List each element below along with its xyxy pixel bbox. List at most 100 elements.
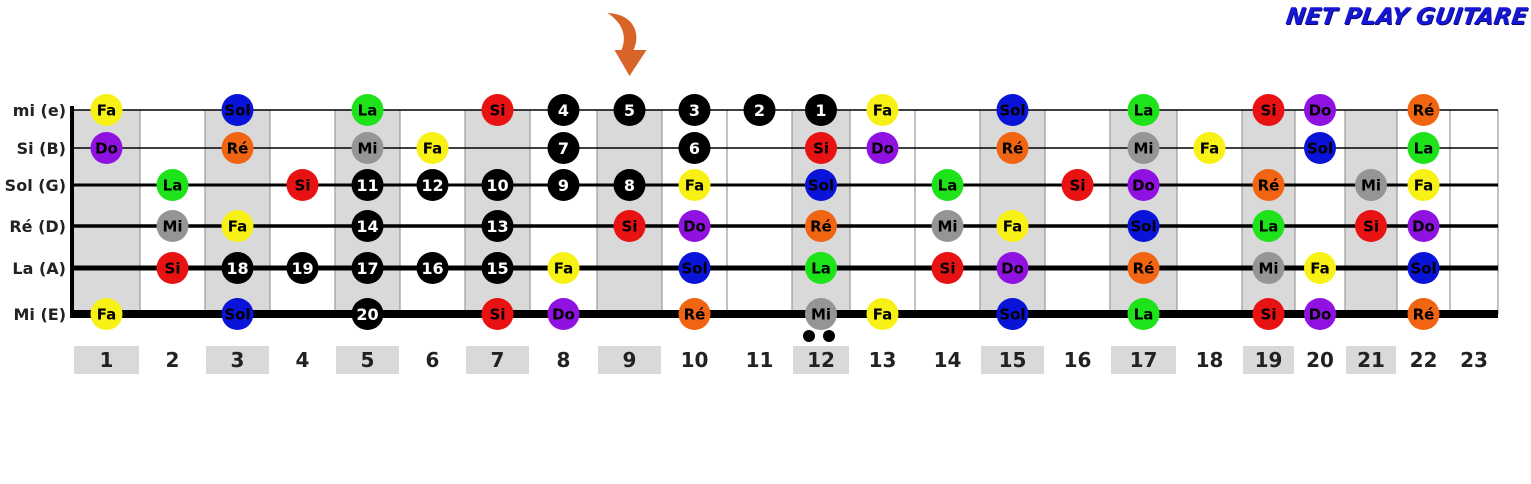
note-marker-fa — [866, 298, 899, 330]
note-label: Do — [871, 140, 894, 158]
fret-number: 5 — [361, 348, 375, 372]
note-label: Mi — [1133, 140, 1153, 158]
fret-number: 13 — [869, 348, 897, 372]
note-marker-sol — [1407, 252, 1440, 284]
fret-number: 21 — [1357, 348, 1385, 372]
step-marker — [221, 252, 254, 284]
note-label: Sol — [1130, 218, 1156, 236]
step-marker — [416, 169, 449, 201]
note-marker-si — [1061, 169, 1094, 201]
step-marker — [743, 94, 776, 126]
fret-number: 20 — [1306, 348, 1334, 372]
arrow-icon-head — [614, 50, 647, 76]
fret-number: 23 — [1460, 348, 1488, 372]
note-marker-si — [613, 210, 646, 242]
note-label: Mi — [811, 306, 831, 324]
note-label: Do — [1001, 260, 1024, 278]
note-marker-si — [1252, 94, 1285, 126]
note-label: Do — [683, 218, 706, 236]
step-label: 19 — [291, 259, 313, 278]
note-marker-ré — [1407, 94, 1440, 126]
step-label: 8 — [624, 176, 635, 195]
fret-number-box — [1243, 346, 1294, 374]
note-marker-ré — [1407, 298, 1440, 330]
note-label: Fa — [228, 218, 248, 236]
note-label: Do — [95, 140, 118, 158]
step-label: 13 — [486, 217, 508, 236]
step-label: 1 — [815, 101, 826, 120]
note-marker-do — [1127, 169, 1160, 201]
note-label: Mi — [162, 218, 182, 236]
note-label: Ré — [1413, 306, 1435, 324]
fret-number: 7 — [491, 348, 505, 372]
note-marker-la — [1407, 132, 1440, 164]
note-marker-mi — [156, 210, 189, 242]
note-label: Fa — [423, 140, 443, 158]
note-label: Fa — [1310, 260, 1330, 278]
step-marker — [481, 252, 514, 284]
note-label: Ré — [1133, 260, 1155, 278]
fret-number-box — [793, 346, 849, 374]
note-label: Fa — [685, 177, 705, 195]
nut — [70, 106, 74, 318]
note-label: La — [938, 177, 958, 195]
note-marker-ré — [996, 132, 1029, 164]
note-label: Ré — [1002, 140, 1024, 158]
note-marker-do — [1407, 210, 1440, 242]
note-label: Si — [1261, 306, 1277, 324]
arrow-icon — [607, 13, 637, 52]
note-marker-fa — [678, 169, 711, 201]
note-marker-sol — [996, 298, 1029, 330]
note-marker-ré — [221, 132, 254, 164]
note-label: Fa — [873, 102, 893, 120]
note-marker-mi — [1355, 169, 1387, 201]
fret-number: 4 — [296, 348, 310, 372]
step-label: 20 — [356, 305, 378, 324]
note-marker-si — [931, 252, 964, 284]
string-label: Ré (D) — [9, 217, 66, 236]
note-marker-la — [1127, 94, 1160, 126]
note-marker-fa — [416, 132, 449, 164]
note-marker-si — [481, 298, 514, 330]
note-label: Si — [295, 177, 311, 195]
note-marker-la — [1127, 298, 1160, 330]
note-marker-sol — [1127, 210, 1160, 242]
fret-number: 17 — [1130, 348, 1158, 372]
note-label: Ré — [1413, 102, 1435, 120]
note-label: Ré — [227, 140, 249, 158]
fret-number: 3 — [231, 348, 245, 372]
string-label: La (A) — [12, 259, 66, 278]
note-marker-do — [866, 132, 899, 164]
step-marker — [416, 252, 449, 284]
note-marker-sol — [996, 94, 1029, 126]
string-label: mi (e) — [13, 101, 66, 120]
fret-number: 6 — [426, 348, 440, 372]
note-marker-do — [1304, 94, 1336, 126]
fret-number: 10 — [681, 348, 709, 372]
fret-12-dot — [803, 330, 815, 342]
note-marker-fa — [90, 298, 123, 330]
note-marker-ré — [1252, 169, 1285, 201]
note-label: Mi — [937, 218, 957, 236]
note-label: La — [1134, 102, 1154, 120]
fret-number: 14 — [934, 348, 962, 372]
note-label: La — [358, 102, 378, 120]
note-label: Do — [1412, 218, 1435, 236]
note-label: La — [1414, 140, 1434, 158]
step-label: 9 — [558, 176, 569, 195]
note-marker-sol — [221, 94, 254, 126]
note-marker-mi — [805, 298, 837, 330]
note-label: Si — [165, 260, 181, 278]
note-marker-la — [931, 169, 964, 201]
fret-number-box — [206, 346, 269, 374]
note-label: Sol — [999, 306, 1025, 324]
note-label: Ré — [684, 306, 706, 324]
step-label: 2 — [754, 101, 765, 120]
note-label: Sol — [224, 102, 250, 120]
note-label: Mi — [1361, 177, 1381, 195]
fret-number-box — [466, 346, 529, 374]
note-label: Sol — [999, 102, 1025, 120]
note-label: Do — [1309, 102, 1332, 120]
fret-number-box — [1346, 346, 1396, 374]
note-marker-la — [351, 94, 384, 126]
